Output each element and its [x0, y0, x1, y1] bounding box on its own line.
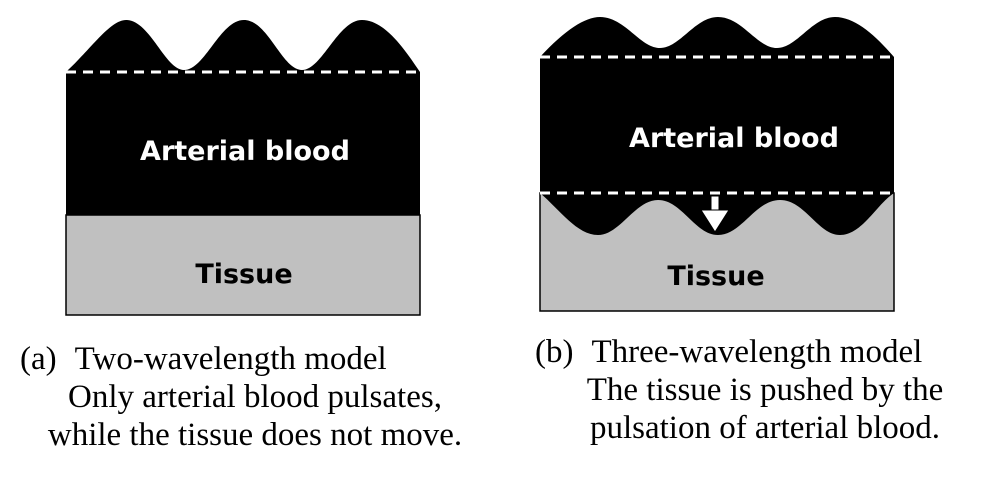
panel-b-arterial-blood-label: Arterial blood: [629, 123, 839, 154]
panel-a-caption: (a) Two-wavelength model Only arterial bl…: [20, 340, 490, 454]
panel-b-caption-title: Three-wavelength model: [591, 334, 923, 370]
panel-a-arterial-blood-region: [66, 20, 420, 215]
panel-a-caption-line-1: Only arterial blood pulsates,: [68, 379, 442, 415]
panel-b-caption: (b) Three-wavelength model The tissue is …: [535, 333, 995, 447]
panel-b-caption-line-2: pulsation of arterial blood.: [589, 410, 941, 446]
panel-a-caption-line-2: while the tissue does not move.: [47, 417, 463, 453]
panel-b-caption-line-1: The tissue is pushed by the: [586, 372, 944, 408]
panel-a: Arterial blood Tissue: [65, 20, 421, 316]
panel-b-caption-title-row: (b) Three-wavelength model: [535, 333, 995, 371]
panel-b-down-arrow-icon: [700, 195, 730, 233]
panel-a-caption-title: Two-wavelength model: [74, 341, 387, 377]
panel-b: Arterial blood Tissue: [539, 17, 895, 312]
panel-b-arterial-blood-region: [540, 17, 894, 235]
panel-b-caption-tag: (b): [535, 334, 574, 370]
panel-a-tissue-region: [65, 214, 421, 316]
panel-a-caption-title-row: (a) Two-wavelength model: [20, 340, 490, 378]
panel-a-tissue-label: Tissue: [195, 259, 292, 290]
panel-b-tissue-label: Tissue: [667, 261, 764, 292]
panel-a-caption-tag: (a): [20, 341, 57, 377]
panel-a-arterial-blood-label: Arterial blood: [140, 136, 350, 167]
